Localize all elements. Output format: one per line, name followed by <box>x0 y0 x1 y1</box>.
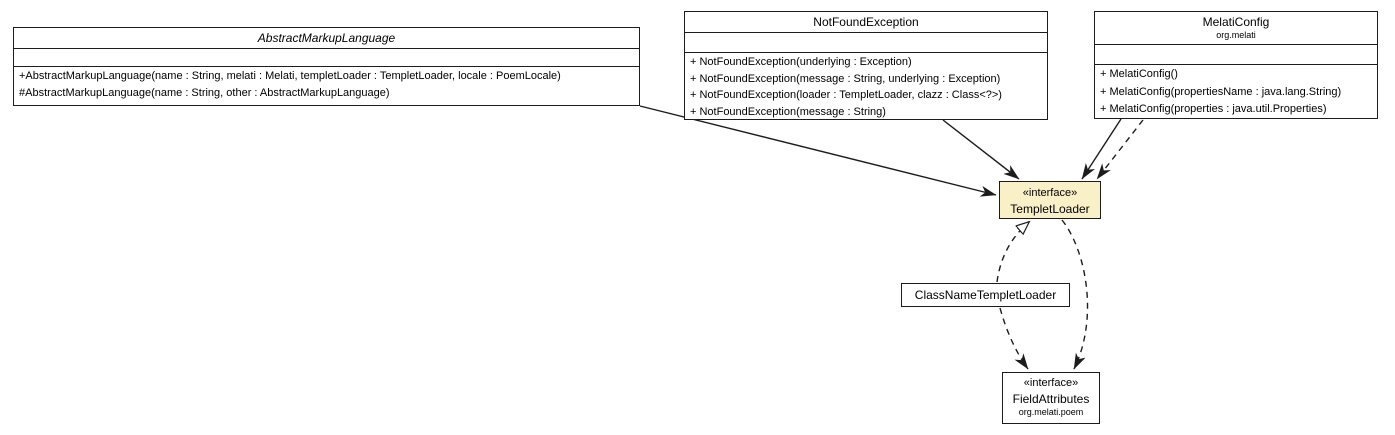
class-name-classnametempletloader: ClassNameTempletLoader <box>914 288 1057 302</box>
method-entry: + NotFoundException(underlying : Excepti… <box>690 56 912 68</box>
attributes-compartment <box>1095 44 1377 64</box>
edge-classnametempletloader-realizes-templetloader <box>996 222 1029 283</box>
method-entry: + MelatiConfig(propertiesName : java.lan… <box>1100 85 1342 98</box>
methods-compartment: +AbstractMarkupLanguage(name : String, m… <box>14 66 639 102</box>
class-name-melaticonfig: MelatiConfig <box>1202 15 1270 29</box>
method-entry: #AbstractMarkupLanguage(name : String, o… <box>19 87 390 99</box>
edge-melaticonfig-to-templetloader-dashed <box>1096 119 1144 180</box>
class-box-classnametempletloader[interactable]: ClassNameTempletLoader <box>901 283 1070 307</box>
class-box-notfoundexception[interactable]: NotFoundException + NotFoundException(un… <box>684 11 1048 120</box>
method-entry: + MelatiConfig(properties : java.util.Pr… <box>1100 103 1327 115</box>
stereotype-label: «interface» <box>1022 187 1078 199</box>
interface-box-templetloader[interactable]: «interface» TempletLoader <box>999 181 1101 219</box>
methods-compartment: + MelatiConfig() + MelatiConfig(properti… <box>1095 64 1377 119</box>
class-box-melaticonfig[interactable]: MelatiConfig org.melati + MelatiConfig()… <box>1094 11 1378 119</box>
method-entry: + MelatiConfig() <box>1100 68 1178 80</box>
edge-classnametempletloader-to-fieldattributes <box>999 307 1029 370</box>
attributes-compartment <box>14 48 639 66</box>
class-box-abstractmarkuplanguage[interactable]: AbstractMarkupLanguage +AbstractMarkupLa… <box>13 27 640 106</box>
package-label: org.melati <box>1216 30 1256 40</box>
class-name-notfoundexception: NotFoundException <box>813 15 919 29</box>
edge-templetloader-to-fieldattributes <box>1061 219 1089 370</box>
method-entry: + NotFoundException(loader : TempletLoad… <box>690 89 1002 101</box>
edge-melaticonfig-to-templetloader-solid <box>1081 118 1122 180</box>
method-entry: + NotFoundException(message : String, un… <box>690 72 1001 85</box>
method-entry: +AbstractMarkupLanguage(name : String, m… <box>19 70 561 82</box>
methods-compartment: + NotFoundException(underlying : Excepti… <box>685 52 1047 120</box>
method-entry: + NotFoundException(message : String) <box>690 105 886 118</box>
interface-name-templetloader: TempletLoader <box>1010 202 1090 216</box>
edge-notfoundexception-to-templetloader <box>942 119 1020 180</box>
interface-box-fieldattributes[interactable]: «interface» FieldAttributes org.melati.p… <box>1002 372 1100 424</box>
package-label: org.melati.poem <box>1018 407 1084 417</box>
interface-name-fieldattributes: FieldAttributes <box>1012 392 1090 406</box>
attributes-compartment <box>685 32 1047 52</box>
class-name-abstractmarkuplanguage: AbstractMarkupLanguage <box>257 31 396 45</box>
edge-abstractmarkuplanguage-to-templetloader <box>639 105 997 197</box>
stereotype-label: «interface» <box>1023 377 1079 389</box>
